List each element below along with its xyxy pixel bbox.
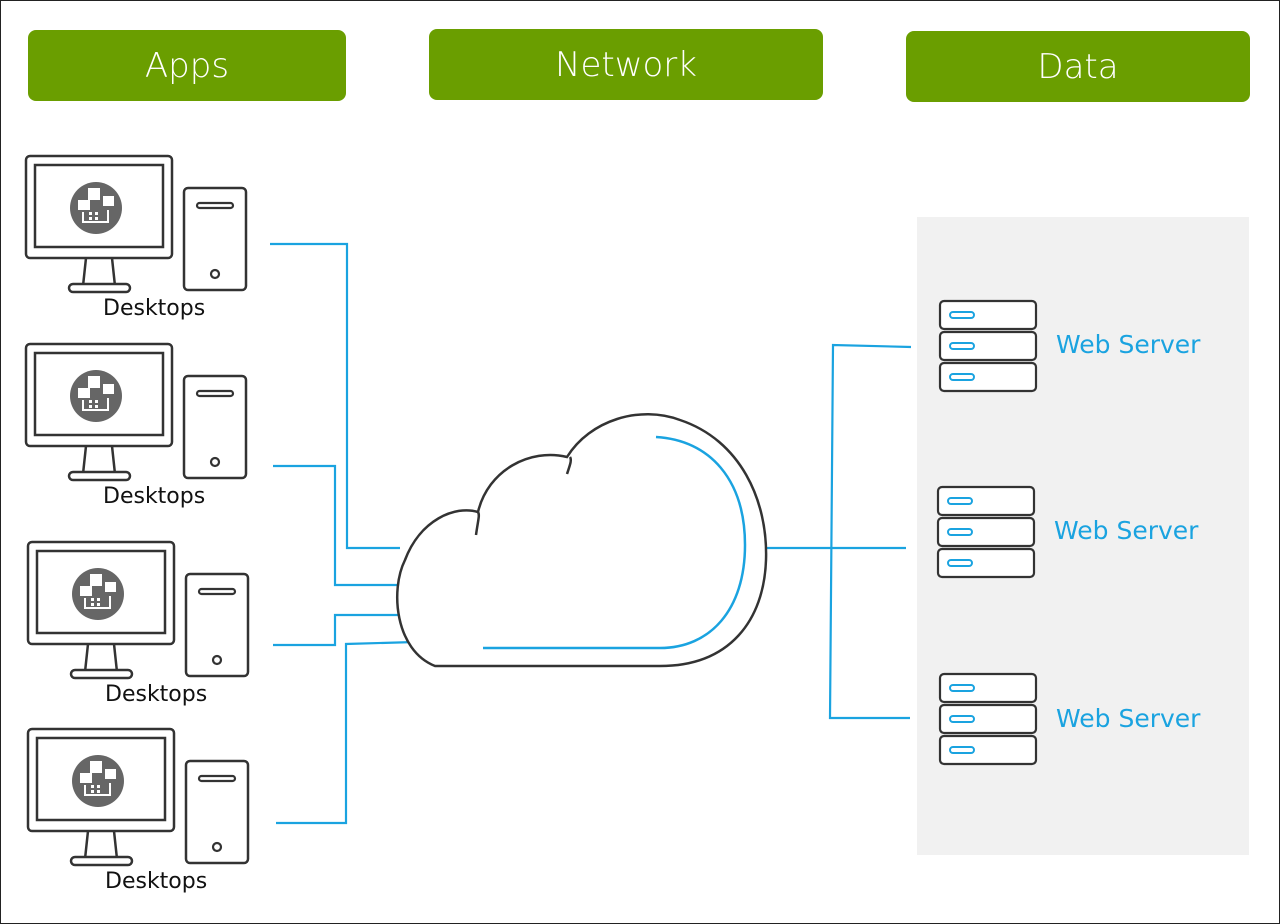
header-apps: Apps <box>28 30 346 101</box>
connector-desktop-3 <box>273 613 398 647</box>
connector-desktop-1 <box>270 242 400 550</box>
web-server-label: Web Server <box>1056 704 1201 733</box>
desktop-computer-icon <box>26 727 250 867</box>
desktop-label: Desktops <box>105 869 208 894</box>
web-server-label: Web Server <box>1054 516 1199 545</box>
server-rack-icon <box>938 299 1038 393</box>
server-rack-icon <box>936 485 1036 579</box>
web-server-label: Web Server <box>1056 330 1201 359</box>
connector-desktop-4 <box>276 640 416 825</box>
connector-server-1 <box>828 343 912 720</box>
header-network: Network <box>429 29 823 100</box>
desktop-computer-icon <box>24 154 248 294</box>
desktop-label: Desktops <box>105 682 208 707</box>
server-rack-icon <box>938 672 1038 766</box>
desktop-label: Desktops <box>103 296 206 321</box>
connector-desktop-2 <box>273 464 398 587</box>
desktop-computer-icon <box>24 342 248 482</box>
cloud-icon <box>395 413 768 668</box>
desktop-label: Desktops <box>103 484 206 509</box>
header-data: Data <box>906 31 1250 102</box>
desktop-computer-icon <box>26 540 250 680</box>
